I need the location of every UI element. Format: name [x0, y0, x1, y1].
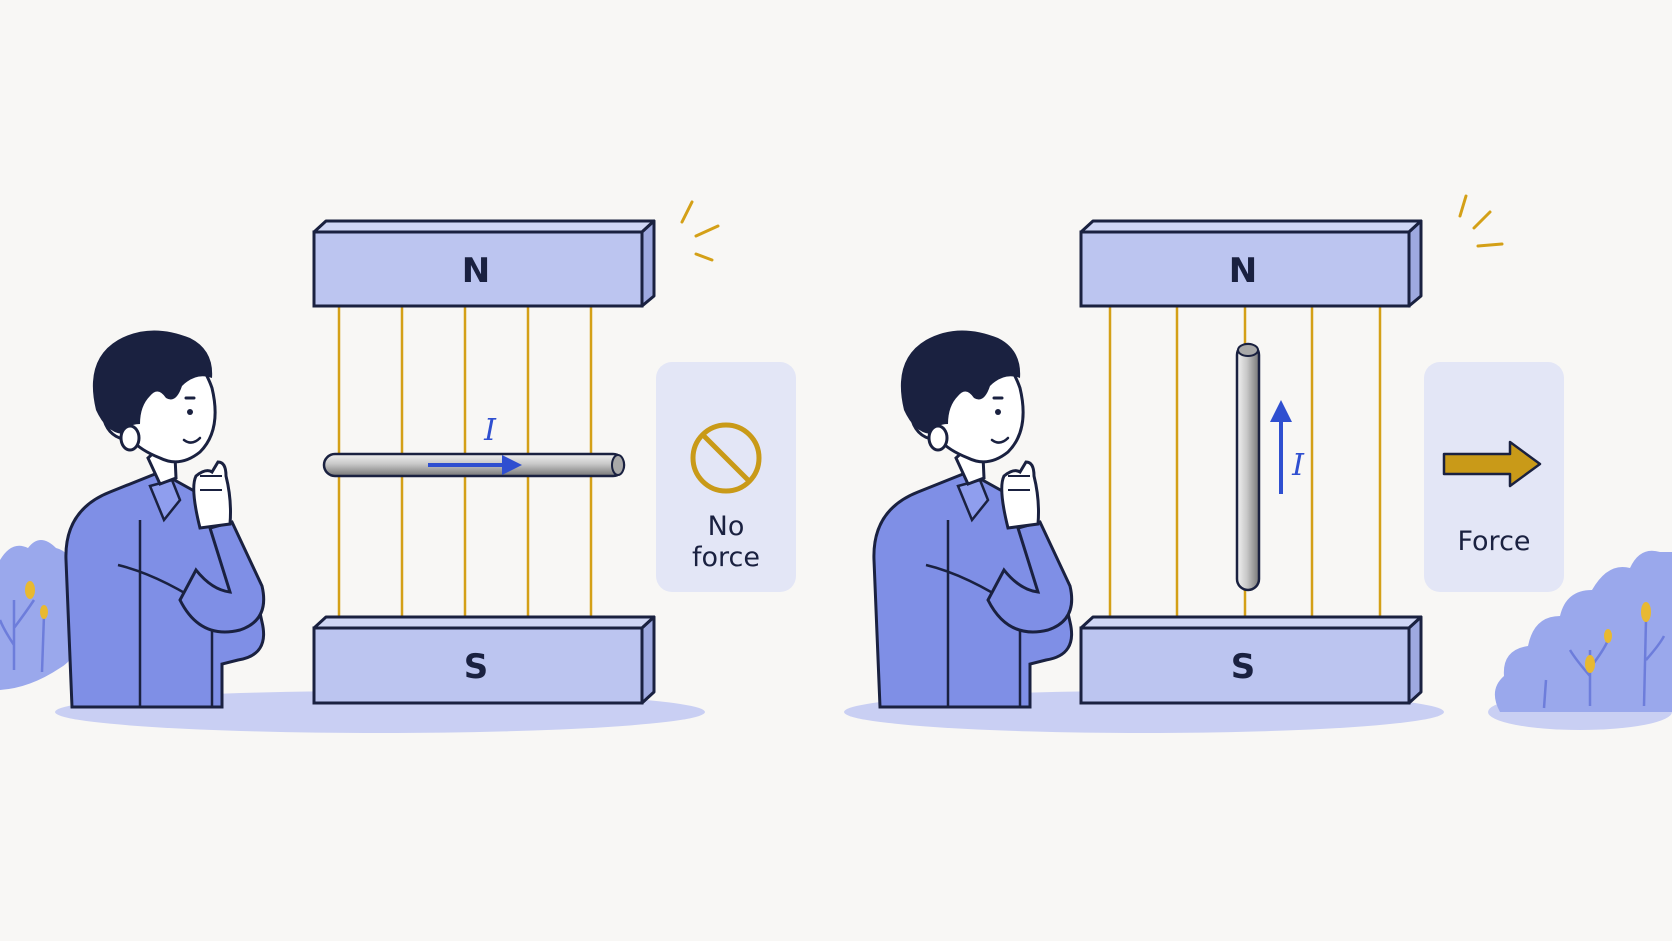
current-label-left: I: [483, 413, 497, 448]
result-panel-force: Force: [1424, 362, 1564, 592]
sparkle-left: [680, 200, 720, 262]
sparkle-right: [1458, 194, 1504, 248]
wire-vertical: [1235, 342, 1261, 592]
north-pole-label: N: [1229, 251, 1257, 291]
scene-left: N S I: [0, 200, 796, 733]
south-magnet-right: S: [1079, 615, 1423, 705]
no-symbol-icon: [690, 422, 762, 494]
thinking-person-left: [64, 330, 266, 709]
south-pole-label: S: [464, 647, 489, 687]
current-arrow-left: [428, 455, 522, 475]
result-panel-no-force: No force: [656, 362, 796, 592]
force-label: Force: [1457, 526, 1530, 557]
no-force-line-1: No: [708, 511, 745, 542]
bush-right: [1494, 550, 1672, 712]
south-magnet-left: S: [312, 615, 656, 705]
north-pole-label: N: [462, 251, 490, 291]
south-pole-label: S: [1231, 647, 1256, 687]
bush-left: [0, 540, 81, 690]
north-magnet-left: N: [312, 219, 656, 308]
current-arrow-right: [1270, 400, 1292, 494]
north-magnet-right: N: [1079, 219, 1423, 308]
thinking-person-right: [872, 330, 1074, 709]
no-force-line-2: force: [692, 542, 760, 573]
current-label-right: I: [1291, 448, 1305, 483]
scene-right: N S I Forc: [844, 194, 1672, 733]
right-arrow-icon: [1442, 440, 1542, 488]
